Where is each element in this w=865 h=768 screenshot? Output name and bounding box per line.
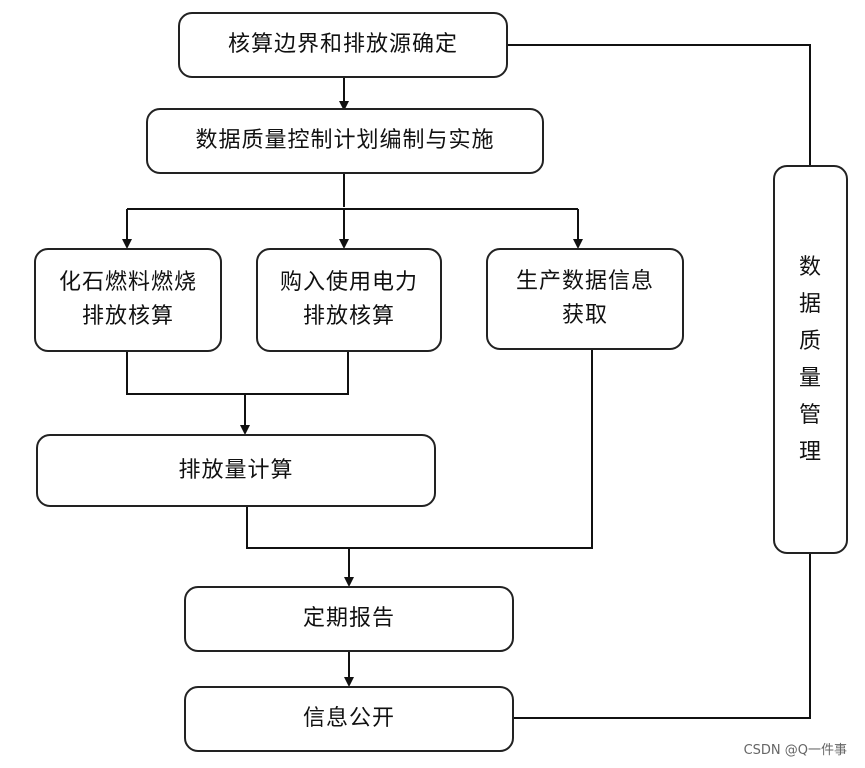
watermark: CSDN @Q一件事 — [743, 743, 847, 758]
node-disclosure: 信息公开 — [184, 686, 514, 752]
node-plan: 数据质量控制计划编制与实施 — [146, 108, 544, 174]
node-fossil-label: 化石燃料燃烧排放核算 — [58, 270, 197, 329]
node-production: 生产数据信息获取 — [486, 248, 684, 350]
node-report: 定期报告 — [184, 586, 514, 652]
node-emission-calc-label: 排放量计算 — [178, 457, 294, 483]
node-electricity: 购入使用电力排放核算 — [256, 248, 442, 352]
node-boundary: 核算边界和排放源确定 — [178, 12, 508, 78]
node-report-label: 定期报告 — [302, 606, 395, 631]
node-quality-management: 数据质量管理 — [773, 165, 848, 554]
line-boundary-to-quality — [508, 44, 811, 165]
node-electricity-label: 购入使用电力排放核算 — [279, 270, 418, 329]
node-boundary-label: 核算边界和排放源确定 — [227, 32, 458, 57]
line-calc-production-join — [246, 350, 593, 549]
line-disclosure-to-quality — [514, 554, 811, 719]
node-production-label: 生产数据信息获取 — [515, 269, 654, 328]
node-plan-label: 数据质量控制计划编制与实施 — [195, 128, 495, 153]
node-quality-management-label: 数据质量管理 — [798, 254, 822, 465]
node-disclosure-label: 信息公开 — [302, 706, 395, 731]
line-fossil-electricity-join — [126, 352, 349, 395]
node-fossil: 化石燃料燃烧排放核算 — [34, 248, 222, 352]
node-emission-calc: 排放量计算 — [36, 434, 436, 507]
